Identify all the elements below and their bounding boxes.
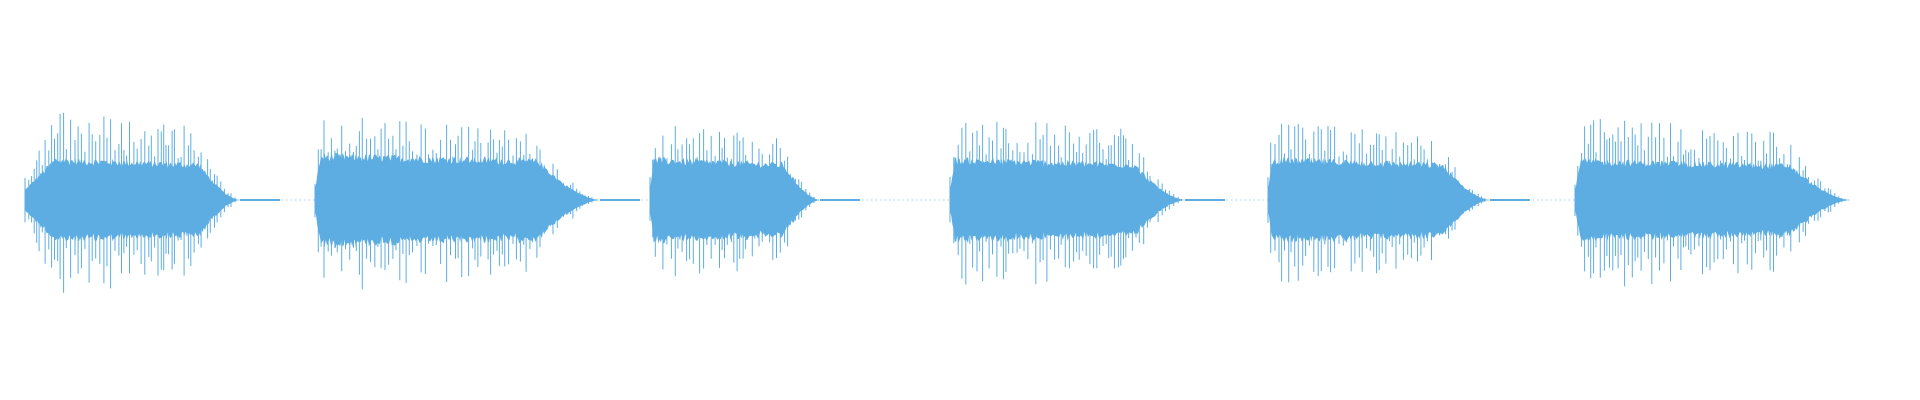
waveform-body [25, 157, 240, 242]
waveform-burst-1 [24, 112, 280, 293]
waveform-body [1268, 157, 1489, 243]
waveform-burst-6 [1574, 119, 1850, 287]
waveform-burst-2 [314, 118, 640, 290]
waveform-segments [24, 112, 1850, 293]
waveform-body [950, 157, 1184, 244]
waveform-burst-3 [649, 126, 860, 277]
waveform-body [1575, 158, 1850, 242]
waveform-body [315, 152, 600, 249]
waveform-burst-5 [1267, 123, 1530, 283]
waveform-burst-4 [949, 121, 1225, 285]
